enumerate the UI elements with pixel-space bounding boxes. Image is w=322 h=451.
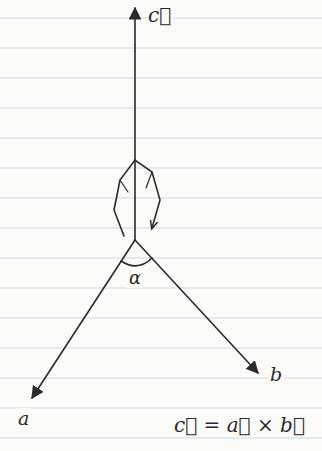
rotation-arrow [114,160,160,236]
cross-product-equation: c⃗ = a⃗ × b⃗ [172,414,307,436]
angle-label: α [127,268,143,288]
vector-c [134,8,136,240]
vector-b [135,240,258,373]
vector-label: c⃗ [146,4,173,26]
vector-label: b [268,364,284,385]
rotation-shading [120,172,152,192]
ruled-lines [0,18,322,438]
angle-arc [121,258,152,266]
vector-label: a [16,408,31,429]
vector-a [32,240,135,398]
